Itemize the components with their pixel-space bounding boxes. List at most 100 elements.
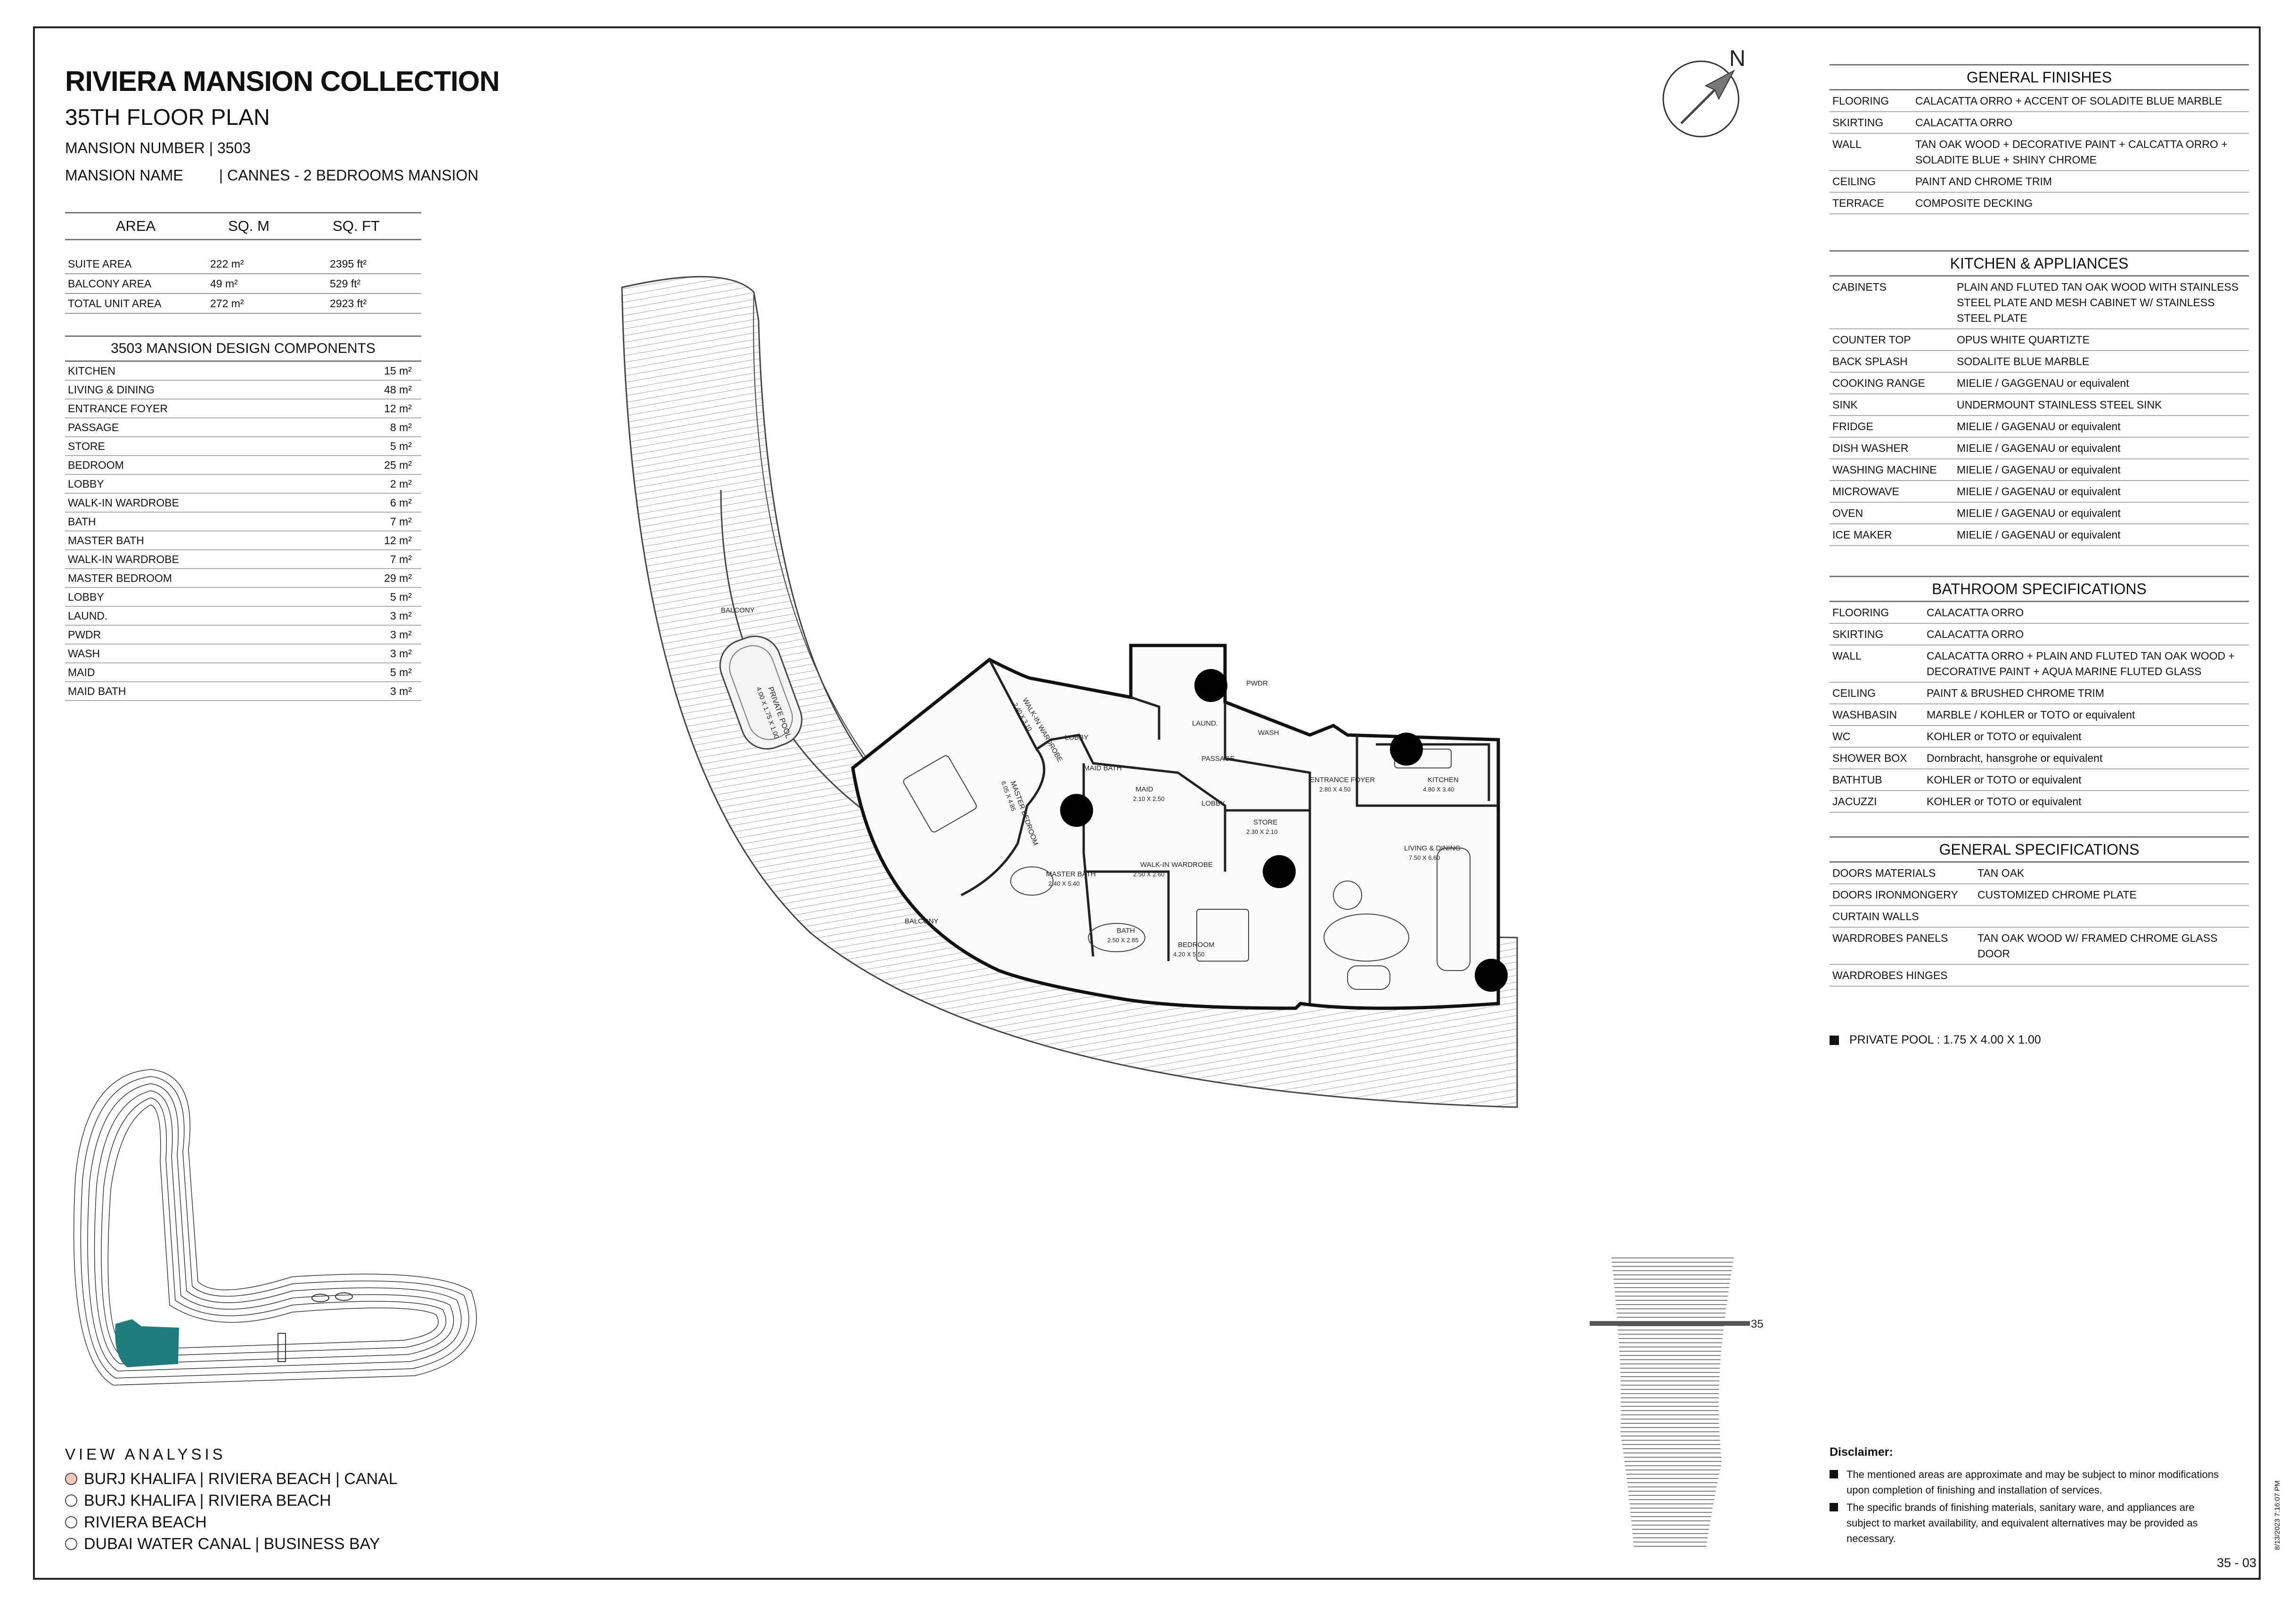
spec-key: DISH WASHER xyxy=(1832,442,1909,454)
spec-key: SKIRTING xyxy=(1832,116,1884,129)
area-name: SUITE AREA xyxy=(68,257,132,270)
label-balcony: BALCONY xyxy=(721,606,755,614)
area-name: TOTAL UNIT AREA xyxy=(68,297,162,310)
mansion-number-value: | 3503 xyxy=(209,139,251,156)
spec-key: BACK SPLASH xyxy=(1832,355,1908,367)
spec-key: CEILING xyxy=(1832,175,1876,188)
spec-key: COOKING RANGE xyxy=(1832,377,1925,389)
spec-key: CEILING xyxy=(1832,687,1876,699)
floor-locator-elevation: 35 xyxy=(1590,1257,1764,1547)
disclaimer-title: Disclaimer: xyxy=(1830,1445,1893,1459)
spec-value: SODALITE BLUE MARBLE xyxy=(1957,355,2090,367)
view-option: BURJ KHALIFA | RIVIERA BEACH | CANAL xyxy=(65,1468,398,1490)
floor-plan-drawing: PRIVATE POOL 4.00 X 1.75 X 1.00 xyxy=(621,276,1518,1108)
view-dot-icon xyxy=(65,1516,77,1528)
spec-value: KOHLER or TOTO or equivalent xyxy=(1927,730,2082,743)
spec-key: JACUZZI xyxy=(1832,795,1877,808)
component-name: PASSAGE xyxy=(68,421,119,433)
spec-key: BATHTUB xyxy=(1832,774,1882,786)
spec-value: MARBLE / KOHLER or TOTO or equivalent xyxy=(1927,709,2135,721)
north-label: N xyxy=(1729,47,1746,71)
view-option: RIVIERA BEACH xyxy=(65,1511,398,1533)
spec-row: FRIDGE MIELIE / GAGENAU or equivalent xyxy=(1830,416,2249,438)
component-area: 3 m² xyxy=(390,685,412,697)
component-area: 5 m² xyxy=(390,666,412,678)
label-walkin-dims: 2.50 X 2.60 xyxy=(1133,871,1165,878)
label-bath: BATH xyxy=(1117,927,1135,935)
spec-value xyxy=(1977,968,2249,983)
label-kitchen-dims: 4.80 X 3.40 xyxy=(1423,786,1454,793)
label-bedroom: BEDROOM xyxy=(1178,941,1215,949)
component-name: LIVING & DINING xyxy=(68,383,155,396)
spec-row: BACK SPLASH SODALITE BLUE MARBLE xyxy=(1830,351,2249,373)
view-selected-dot-icon xyxy=(65,1473,77,1485)
mansion-name-value: | CANNES - 2 BEDROOMS MANSION xyxy=(219,167,479,184)
label-living-dining: LIVING & DINING xyxy=(1404,844,1461,852)
area-row: TOTAL UNIT AREA 272 m² 2923 ft² xyxy=(65,294,421,314)
spec-key: WALL xyxy=(1832,650,1862,662)
floor-marker-label: 35 xyxy=(1751,1318,1764,1330)
label-kitchen: KITCHEN xyxy=(1428,776,1459,784)
disclaimer-text: The specific brands of finishing materia… xyxy=(1847,1502,2198,1544)
spec-value: CUSTOMIZED CHROME PLATE xyxy=(1977,889,2137,901)
label-lobby: LOBBY xyxy=(1201,800,1225,808)
label-master-bath-dims: 2.40 X 5.40 xyxy=(1048,880,1080,887)
spec-value: PAINT AND CHROME TRIM xyxy=(1915,175,2052,188)
spec-key: COUNTER TOP xyxy=(1832,334,1911,346)
page-number: 35 - 03 xyxy=(2217,1556,2257,1570)
component-name: WASH xyxy=(68,647,100,660)
mansion-name: MANSION NAME | CANNES - 2 BEDROOMS MANSI… xyxy=(65,167,479,184)
bullet-square-icon xyxy=(1830,1035,1839,1045)
spec-value: PAINT & BRUSHED CHROME TRIM xyxy=(1927,687,2104,699)
component-area: 7 m² xyxy=(390,515,412,528)
label-bedroom-dims: 4.20 X 5.50 xyxy=(1173,951,1205,958)
spec-value: PLAIN AND FLUTED TAN OAK WOOD WITH STAIN… xyxy=(1957,281,2239,324)
area-sqft: 2923 ft² xyxy=(330,297,367,310)
label-lobby: LOBBY xyxy=(1065,734,1088,742)
component-name: WALK-IN WARDROBE xyxy=(68,553,179,565)
component-name: ENTRANCE FOYER xyxy=(68,402,168,415)
label-laund: LAUND. xyxy=(1192,719,1218,727)
kitchen-appliances-title: KITCHEN & APPLIANCES xyxy=(1830,250,2249,277)
spec-value: COMPOSITE DECKING xyxy=(1915,197,2033,209)
area-row: SUITE AREA 222 m² 2395 ft² xyxy=(65,254,421,274)
spec-value: MIELIE / GAGENAU or equivalent xyxy=(1957,420,2121,433)
view-dot-icon xyxy=(65,1494,77,1507)
disclaimer: Disclaimer: The mentioned areas are appr… xyxy=(1830,1445,2230,1548)
spec-key: WASHBASIN xyxy=(1832,709,1897,721)
label-entrance-foyer: ENTRANCE FOYER xyxy=(1310,776,1375,784)
sheet-border xyxy=(33,26,2261,1580)
spec-value: MIELIE / GAGGENAU or equivalent xyxy=(1957,377,2129,389)
component-area: 5 m² xyxy=(390,590,412,603)
component-name: LOBBY xyxy=(68,477,104,490)
spec-key: TERRACE xyxy=(1832,197,1884,209)
elevation-floor-lines xyxy=(1611,1257,1734,1547)
area-sqm: 222 m² xyxy=(210,257,244,270)
area-header-sqft: SQ. FT xyxy=(333,218,380,234)
spec-row: COOKING RANGE MIELIE / GAGGENAU or equiva… xyxy=(1830,373,2249,394)
component-name: BATH xyxy=(68,515,96,528)
floor-plan-subtitle: 35TH FLOOR PLAN xyxy=(65,105,270,130)
component-area: 6 m² xyxy=(390,496,412,509)
view-analysis-title: VIEW ANALYSIS xyxy=(65,1445,226,1463)
spec-key: FRIDGE xyxy=(1832,420,1873,433)
